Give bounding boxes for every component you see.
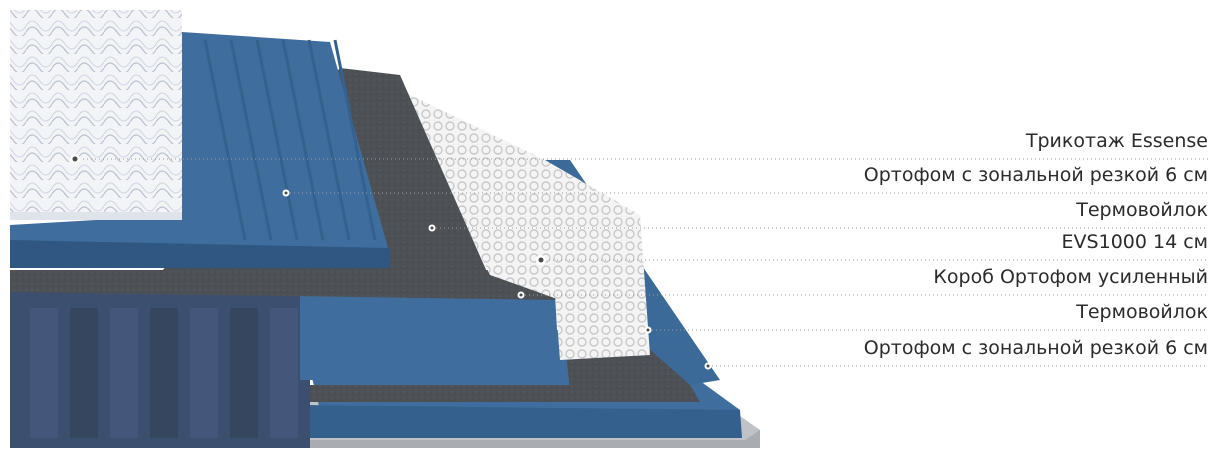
callout-dot-center <box>72 156 78 162</box>
box-frame-front <box>300 295 560 380</box>
upper-foam-front <box>10 240 390 268</box>
quilted-knit-edge <box>10 212 182 220</box>
layer-label: Короб Ортофом усиленный <box>933 266 1208 288</box>
callout-dot-center <box>430 226 434 230</box>
upper-foam-ridge <box>203 39 247 241</box>
middle-felt <box>10 270 690 390</box>
upper-foam-ridge <box>307 39 351 241</box>
layer-label: Термовойлок <box>1075 301 1208 323</box>
base-tray-edge <box>300 430 760 448</box>
side-panel-rib <box>30 308 58 438</box>
side-panel-rib <box>110 308 138 438</box>
side-panel-rib <box>150 308 178 438</box>
side-panel-rib <box>270 308 298 438</box>
quilted-knit <box>10 10 182 218</box>
spring-block-top <box>400 90 560 300</box>
upper-foam-ridge <box>255 39 299 241</box>
upper-foam-ridge <box>281 39 325 241</box>
bottom-felt <box>310 385 700 402</box>
layer-label: EVS1000 14 см <box>1062 231 1208 253</box>
bottom-foam-front <box>300 405 742 438</box>
callout-dot-center <box>538 257 544 263</box>
side-panel-rib <box>70 308 98 438</box>
callout-dot-center <box>706 364 710 368</box>
layer-label: Ортофом с зональной резкой 6 см <box>864 337 1208 359</box>
upper-foam <box>10 32 390 258</box>
layer-label: Ортофом с зональной резкой 6 см <box>864 164 1208 186</box>
side-panel-rib <box>230 308 258 438</box>
upper-foam-ribs <box>203 39 377 241</box>
callout-dot-center <box>284 191 288 195</box>
callout-dot-center <box>646 328 650 332</box>
upper-foam-ridge <box>229 39 273 241</box>
layer-label: Термовойлок <box>1075 199 1208 221</box>
callout-dot-center <box>519 293 523 297</box>
upper-foam-ridge <box>333 39 377 241</box>
side-panel-rib <box>190 308 218 438</box>
side-panel-ribs <box>30 308 298 438</box>
layer-label: Трикотаж Essense <box>1025 130 1208 152</box>
